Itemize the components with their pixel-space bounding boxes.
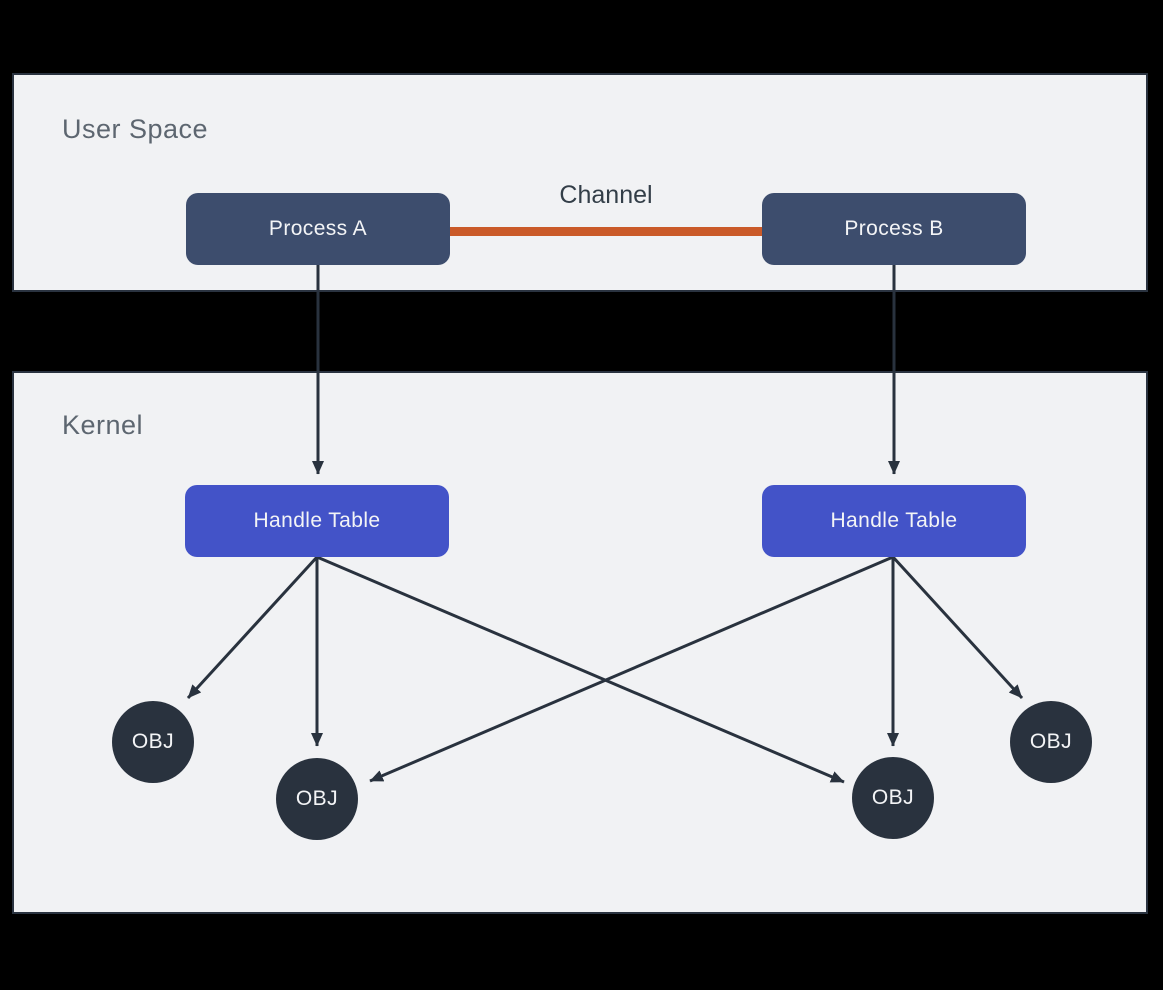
obj-1-label: OBJ [131,730,175,753]
obj-node-1: OBJ [112,701,194,783]
channel-label: Channel [559,181,653,209]
handle-table-a-node: Handle Table [185,485,449,557]
channel-line [450,227,762,236]
obj-node-2: OBJ [276,758,358,840]
handle-table-b-label: Handle Table [830,509,958,532]
handle-table-b-node: Handle Table [762,485,1026,557]
obj-2-label: OBJ [295,787,339,810]
process-b-node: Process B [762,193,1026,265]
kernel-label: Kernel [62,410,144,440]
user-space-label: User Space [62,114,209,144]
obj-3-label: OBJ [871,786,915,809]
kernel-panel [12,371,1148,914]
obj-node-4: OBJ [1010,701,1092,783]
process-b-label: Process B [844,217,944,240]
obj-4-label: OBJ [1029,730,1073,753]
obj-node-3: OBJ [852,757,934,839]
process-a-label: Process A [268,217,368,240]
process-a-node: Process A [186,193,450,265]
handle-table-a-label: Handle Table [253,509,381,532]
